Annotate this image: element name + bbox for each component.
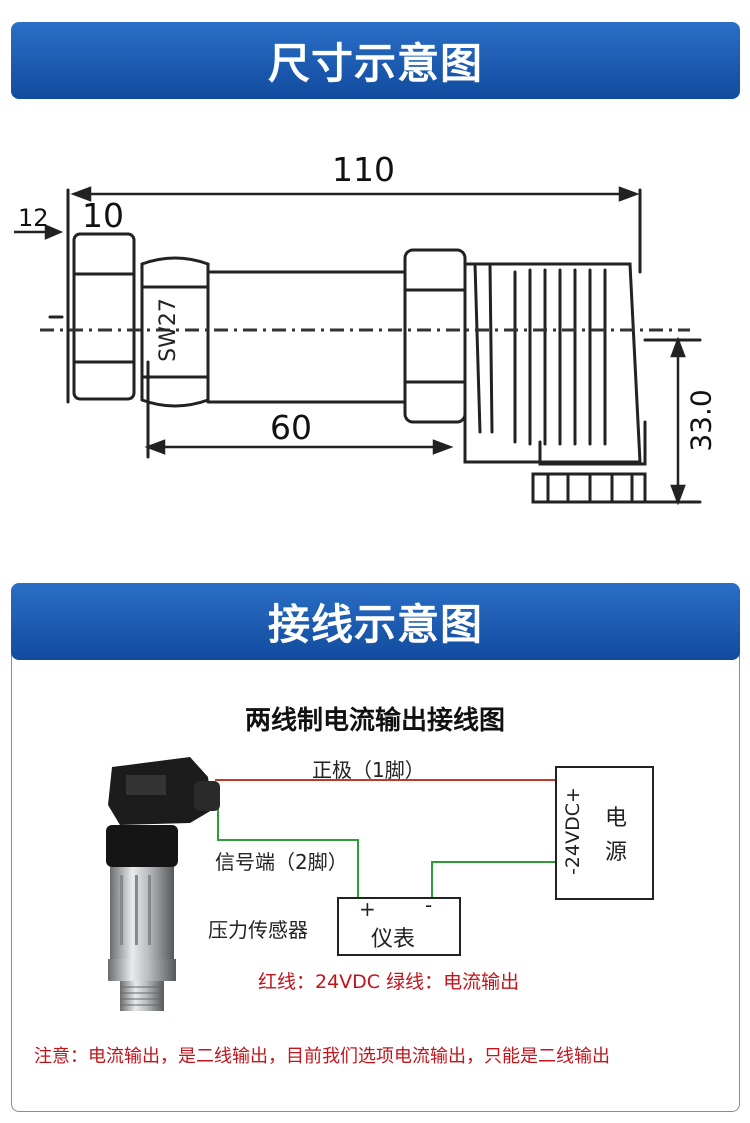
meter-box: + - 仪表 xyxy=(337,893,461,956)
power-char-2: 源 xyxy=(605,840,628,865)
fitting-thread xyxy=(72,232,136,401)
green-wire-return xyxy=(431,861,555,900)
green-wire-signal xyxy=(217,790,359,900)
dim-10-label: 10 xyxy=(82,196,124,235)
power-voltage-label: -24VDC+ xyxy=(561,787,584,875)
power-char-1: 电 xyxy=(605,806,628,831)
meter-minus: - xyxy=(425,893,433,917)
dim-33-label: 33.0 xyxy=(684,389,718,452)
wires-svg xyxy=(215,779,555,900)
dimension-drawing-svg: SW27 xyxy=(14,186,702,506)
dimensions-banner-title: 尺寸示意图 xyxy=(267,39,483,88)
wire-color-legend: 红线：24VDC 绿线：电流输出 xyxy=(258,971,520,993)
hex-nut xyxy=(140,256,210,408)
meter-plus: + xyxy=(359,897,376,921)
wiring-title: 两线制电流输出接线图 xyxy=(244,706,505,736)
dim-12-label: 12 xyxy=(18,204,49,232)
connector-head xyxy=(463,262,642,464)
hex-label: SW27 xyxy=(156,298,181,362)
dimension-drawing: SW27 110 12 10 60 33.0 xyxy=(0,112,750,567)
dimensions-banner: 尺寸示意图 xyxy=(11,22,740,99)
wiring-banner-title: 接线示意图 xyxy=(267,600,483,649)
connector-nut xyxy=(403,248,467,424)
meter-label: 仪表 xyxy=(371,927,416,952)
wiring-banner: 接线示意图 xyxy=(11,583,740,660)
signal-pin-label: 信号端（2脚） xyxy=(215,850,348,874)
body-outline xyxy=(206,270,407,404)
pressure-sensor-image xyxy=(106,757,220,1011)
overall-length-label: 110 xyxy=(332,150,395,189)
wiring-note: 注意：电流输出，是二线输出，目前我们选项电流输出，只能是二线输出 xyxy=(34,1046,610,1067)
sensor-label: 压力传感器 xyxy=(208,918,308,942)
power-supply-box: -24VDC+ 电 源 xyxy=(555,766,654,900)
positive-pin-label: 正极（1脚） xyxy=(312,758,425,782)
dim-60-label: 60 xyxy=(270,408,312,447)
